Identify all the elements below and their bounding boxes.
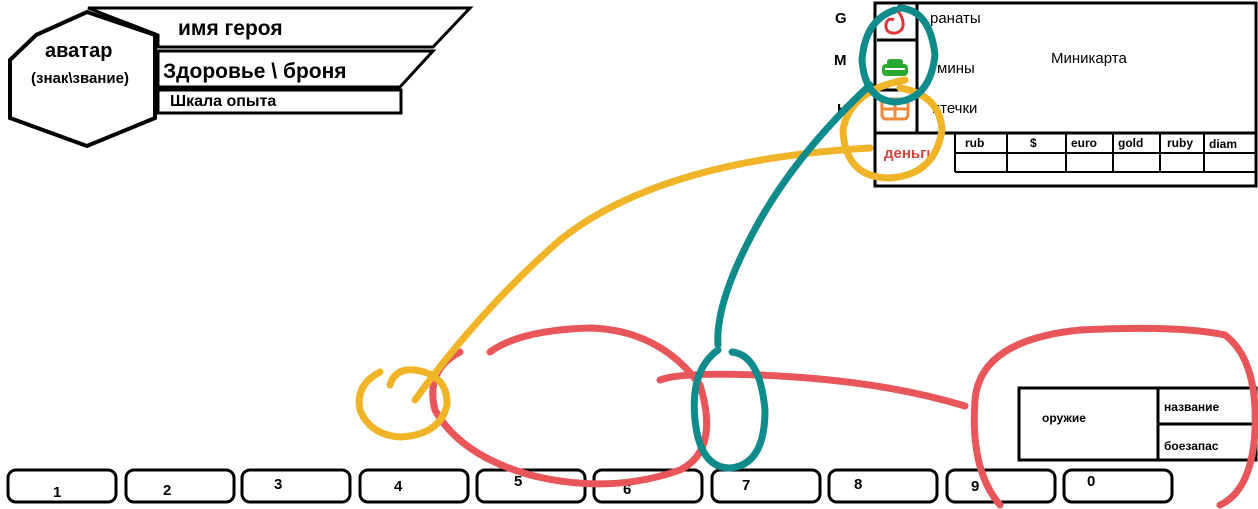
avatar-title: аватар: [45, 40, 113, 62]
currency-euro: euro: [1071, 136, 1098, 150]
hero-name-frame: [87, 6, 474, 49]
minimap: Миникарта: [1051, 50, 1127, 67]
hotbar-slot-9[interactable]: [945, 468, 1057, 504]
health-armor-frame: [156, 49, 437, 89]
currency-gold: gold: [1118, 136, 1144, 150]
hotbar-slot-5[interactable]: [475, 468, 587, 504]
hotbar-slot-6[interactable]: [592, 468, 704, 504]
hotbar-slot-0[interactable]: [1062, 468, 1174, 504]
health-armor-label: Здоровье \ броня: [163, 60, 347, 83]
hotbar-slot-label: 2: [163, 482, 172, 499]
grenades-label: ранаты: [930, 10, 981, 27]
avatar-subtitle: (знак\звание): [31, 70, 129, 87]
xp-bar-label: Шкала опыта: [170, 93, 277, 110]
money-label: деньги: [884, 145, 936, 162]
hotbar-slot-label: 7: [742, 477, 751, 494]
hotbar-slot-4[interactable]: [358, 468, 470, 504]
medkits-label: птечки: [932, 100, 978, 117]
hotbar-slot-2[interactable]: [124, 468, 236, 504]
hotbar-slot-label: 8: [854, 476, 863, 493]
hotbar-slot-label: 6: [623, 481, 632, 498]
key-m: M: [834, 52, 847, 69]
currency-dollar: $: [1030, 136, 1037, 150]
hotbar-slot-label: 1: [53, 484, 62, 501]
key-h: H: [837, 101, 848, 118]
weapon-name-label: название: [1164, 400, 1220, 414]
currency-diam: diam: [1209, 137, 1238, 151]
hero-name: имя героя: [178, 17, 283, 40]
weapon-ammo-label: боезапас: [1164, 439, 1219, 453]
currency-ruby: ruby: [1167, 136, 1194, 150]
hotbar-slot-label: 9: [971, 478, 980, 495]
hotbar-slot-label: 3: [274, 476, 283, 493]
hotbar-slot-7[interactable]: [710, 468, 822, 504]
avatar-hexagon: [8, 9, 157, 149]
weapon-label: оружие: [1042, 411, 1086, 425]
hotbar-slot-label: 5: [514, 473, 523, 490]
mines-label: мины: [937, 60, 975, 77]
grenade-icon: [884, 8, 905, 35]
xp-bar-frame: [156, 88, 403, 115]
currency-rub: rub: [965, 136, 985, 150]
hotbar-slot-label: 0: [1087, 473, 1096, 490]
hotbar-slot-label: 4: [394, 478, 403, 495]
hotbar-slot-3[interactable]: [240, 468, 352, 504]
hotbar-slot-8[interactable]: [827, 468, 939, 504]
hotbar-slot-1[interactable]: [6, 468, 118, 504]
key-g: G: [835, 10, 847, 27]
